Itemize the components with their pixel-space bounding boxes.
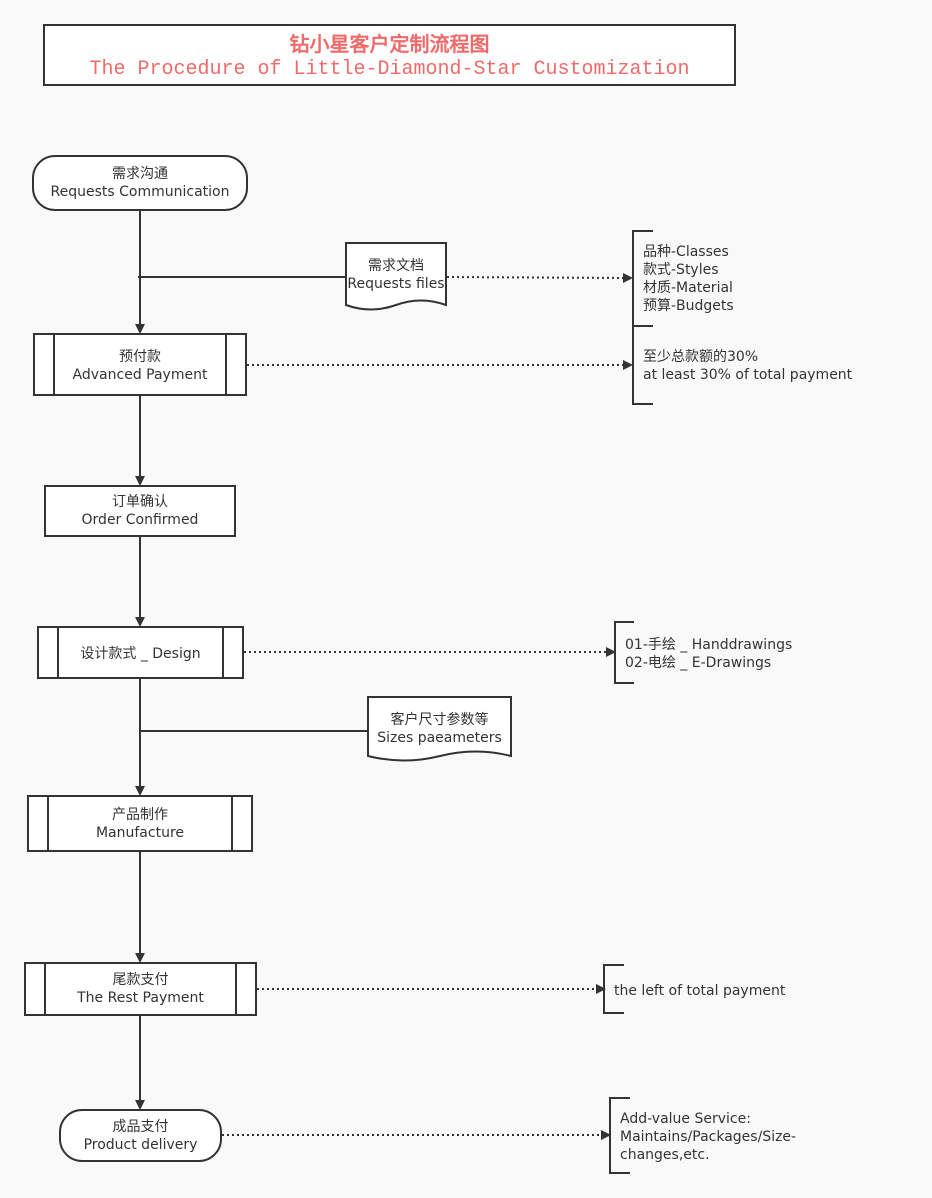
label-cn: 产品制作 <box>112 807 168 823</box>
label-cn: 成品支付 <box>112 1119 169 1135</box>
label-en: The Rest Payment <box>77 990 204 1006</box>
title-chinese: 钻小星客户定制流程图 <box>289 32 490 56</box>
label-cn: 客户尺寸参数等 <box>390 712 489 728</box>
note-line: Add-value Service: <box>620 1111 751 1127</box>
label-sizes-parameters: 客户尺寸参数等 Sizes paeameters <box>368 711 511 747</box>
dotted-link-requests <box>446 272 633 283</box>
note-line: 款式-Styles <box>643 262 719 278</box>
node-design <box>37 626 244 679</box>
diagram-title: 钻小星客户定制流程图 The Procedure of Little-Diamo… <box>43 24 736 86</box>
note-design: 01-手绘 _ Handdrawings 02-电绘 _ E-Drawings <box>625 636 792 672</box>
doc-requests-files <box>345 242 447 311</box>
note-line: changes,etc. <box>620 1147 710 1163</box>
node-requests-communication <box>32 155 248 211</box>
bracket-design <box>614 621 634 684</box>
note-line: 材质-Material <box>643 280 733 296</box>
label-en: Requests files <box>347 276 445 292</box>
note-line: Maintains/Packages/Size- <box>620 1129 797 1145</box>
node-advanced-payment <box>33 333 247 396</box>
label-product-delivery: 成品支付 Product delivery <box>60 1118 221 1154</box>
label-rest-payment: 尾款支付 The Rest Payment <box>25 971 256 1007</box>
label-manufacture: 产品制作 Manufacture <box>28 806 252 842</box>
bracket-advanced <box>632 325 653 405</box>
note-line: 至少总款额的30% <box>643 349 759 365</box>
note-rest: the left of total payment <box>614 982 785 1000</box>
note-line: at least 30% of total payment <box>643 367 853 383</box>
node-order-confirmed <box>44 485 236 537</box>
label-text: 设计款式 _ Design <box>80 646 201 662</box>
label-cn: 需求文档 <box>368 258 424 274</box>
note-line: 01-手绘 _ Handdrawings <box>625 637 793 653</box>
label-en: Manufacture <box>95 825 185 841</box>
bracket-delivery <box>609 1097 630 1174</box>
label-en: Sizes paeameters <box>377 730 502 746</box>
label-advanced-payment: 预付款 Advanced Payment <box>34 348 246 384</box>
doc-sizes-parameters <box>367 696 512 762</box>
node-product-delivery <box>59 1109 222 1162</box>
label-cn: 订单确认 <box>112 494 168 510</box>
label-en: Product delivery <box>83 1137 198 1153</box>
note-requests: 品种-Classes 款式-Styles 材质-Material 预算-Budg… <box>643 243 734 315</box>
note-delivery: Add-value Service: Maintains/Packages/Si… <box>620 1110 796 1164</box>
note-line: the left of total payment <box>614 983 786 999</box>
note-line: 预算-Budgets <box>643 298 734 314</box>
note-line: 品种-Classes <box>643 244 729 260</box>
label-en: Order Confirmed <box>81 512 199 528</box>
title-english: The Procedure of Little-Diamond-Star Cus… <box>89 58 690 81</box>
label-design: 设计款式 _ Design <box>38 645 243 663</box>
label-cn: 预付款 <box>119 349 161 365</box>
node-rest-payment <box>24 962 257 1016</box>
note-advanced: 至少总款额的30% at least 30% of total payment <box>643 348 852 384</box>
label-en: Requests Communication <box>50 184 230 200</box>
node-manufacture <box>27 795 253 852</box>
bracket-rest <box>603 964 624 1014</box>
note-line: 02-电绘 _ E-Drawings <box>625 655 772 671</box>
label-cn: 尾款支付 <box>112 972 169 988</box>
label-order-confirmed: 订单确认 Order Confirmed <box>45 493 235 529</box>
label-requests-files: 需求文档 Requests files <box>346 257 446 293</box>
label-cn: 需求沟通 <box>112 166 168 182</box>
label-requests-communication: 需求沟通 Requests Communication <box>33 165 247 201</box>
label-en: Advanced Payment <box>72 367 208 383</box>
